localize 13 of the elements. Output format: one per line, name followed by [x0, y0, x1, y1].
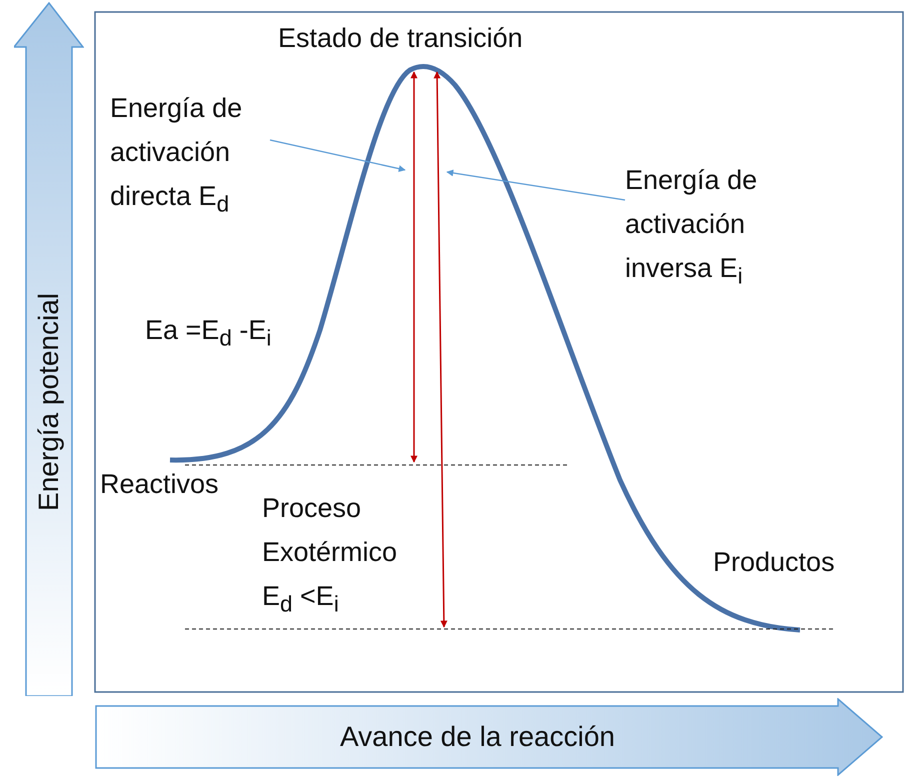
- axis-title: Avance de la reacción: [340, 721, 615, 753]
- callout-text: Energía de activación inversa E$_{i}$: [625, 158, 795, 290]
- axis-arrow: [14, 2, 84, 696]
- axis-arrow: [95, 698, 883, 776]
- level-label: Reactivos: [100, 468, 219, 501]
- level-label: Productos: [713, 546, 835, 579]
- axis-title: Energía potencial: [33, 293, 65, 511]
- callout-text: Energía de activación directa E$_{d}$: [110, 86, 270, 218]
- leader-line: [446, 170, 626, 201]
- equation-text: Ea =E$_{d}$ -E$_{i}$: [145, 314, 272, 352]
- peak-label: Estado de transición: [278, 22, 523, 55]
- process-note: Proceso Exotérmico E$_{d}$ <E$_{i}$: [262, 492, 398, 618]
- leader-line: [270, 139, 406, 172]
